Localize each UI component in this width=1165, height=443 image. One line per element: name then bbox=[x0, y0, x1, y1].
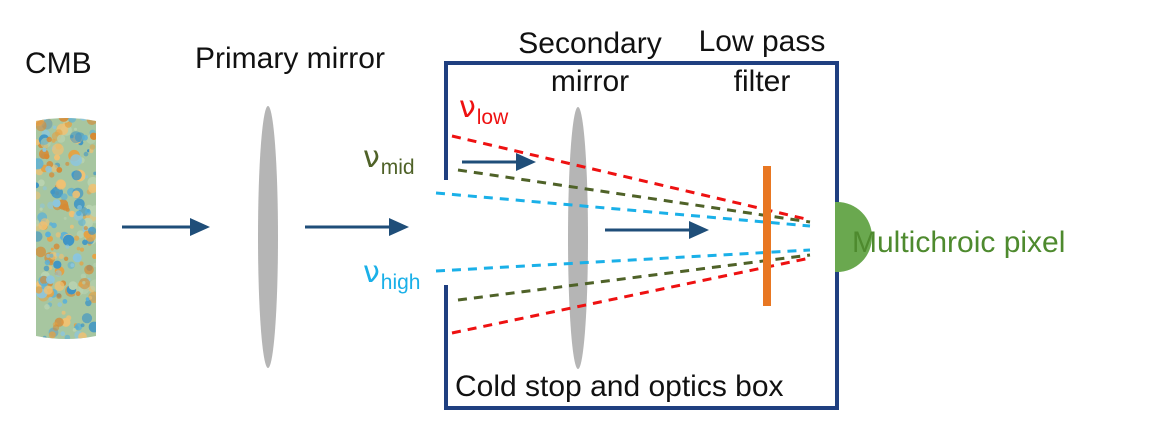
ray-nu-low bbox=[451, 134, 811, 335]
arrow-right-icon bbox=[122, 218, 210, 236]
ray-nu-high bbox=[435, 191, 811, 273]
nu-low-subscript: low bbox=[476, 106, 509, 129]
secondary-mirror-label: Secondary mirror bbox=[505, 29, 675, 97]
nu-low-symbol: ν bbox=[459, 90, 476, 125]
primary-mirror bbox=[258, 106, 278, 368]
nu-mid-label: νmid bbox=[363, 140, 415, 179]
primary-mirror-label: Primary mirror bbox=[195, 42, 385, 75]
nu-mid-symbol: ν bbox=[363, 140, 380, 175]
propagation-arrows bbox=[122, 153, 709, 239]
nu-mid-subscript: mid bbox=[380, 156, 415, 179]
secondary-mirror-label-line2: mirror bbox=[550, 65, 630, 98]
ray-nu-mid bbox=[457, 168, 811, 302]
cold-stop-box-label: Cold stop and optics box bbox=[455, 370, 784, 403]
nu-high-subscript: high bbox=[380, 271, 421, 294]
multichroic-pixel bbox=[835, 202, 872, 272]
secondary-mirror bbox=[568, 107, 588, 369]
low-pass-filter-label: Low pass filter bbox=[687, 27, 837, 97]
nu-high-label: νhigh bbox=[363, 255, 421, 294]
arrow-right-icon bbox=[305, 218, 409, 236]
low-pass-filter-label-line2: filter bbox=[733, 65, 791, 98]
nu-low-label: νlow bbox=[459, 90, 509, 129]
cmb-label: CMB bbox=[25, 47, 92, 80]
multichroic-pixel-label: Multichroic pixel bbox=[852, 226, 1066, 259]
nu-high-symbol: ν bbox=[363, 255, 380, 290]
low-pass-filter bbox=[763, 166, 771, 306]
cmb-map bbox=[36, 118, 96, 339]
arrow-right-icon bbox=[605, 221, 709, 239]
low-pass-filter-label-line1: Low pass bbox=[698, 25, 826, 58]
secondary-mirror-label-line1: Secondary bbox=[518, 27, 662, 60]
arrow-right-icon bbox=[462, 153, 536, 171]
